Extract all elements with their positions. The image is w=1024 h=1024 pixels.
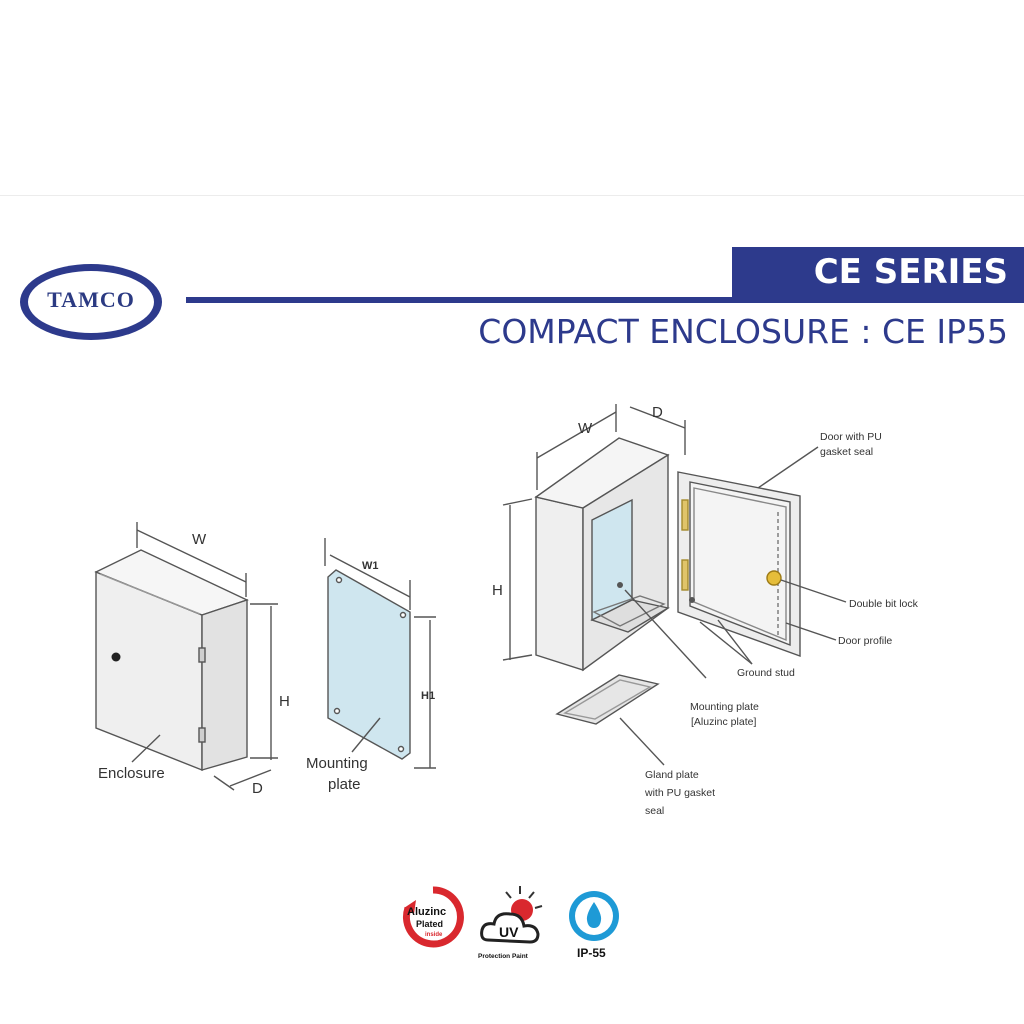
lock-callout: Double bit lock [849, 598, 918, 610]
open-height-label: H [492, 582, 503, 599]
uv-caption: Protection Paint [478, 953, 528, 960]
double-bit-lock-icon [766, 570, 782, 586]
brand-name: TAMCO [47, 287, 135, 312]
page-subtitle: COMPACT ENCLOSURE : CE IP55 [478, 312, 1008, 351]
ground-stud-callout: Ground stud [737, 667, 795, 679]
enclosure-box [94, 549, 249, 772]
open-enclosure [534, 437, 801, 672]
door-callout-2: gasket seal [820, 446, 874, 458]
plate-width-label: W1 [362, 560, 379, 572]
open-depth-label: D [652, 404, 663, 421]
aluzinc-line-3: inside [425, 932, 443, 938]
gland-plate [555, 674, 660, 725]
header-rule [186, 297, 1024, 303]
ground-stud-icon [617, 582, 623, 588]
mounting-plate-label-1: Mounting [306, 755, 368, 772]
series-title: CE SERIES [813, 252, 1008, 292]
gland-plate-callout-2: with PU gasket [645, 787, 716, 799]
tamco-logo [20, 264, 162, 340]
aluzinc-line-2: Plated [416, 919, 444, 929]
aluzinc-line-1: Aluzinc [407, 906, 447, 918]
ip55-water-icon [569, 891, 619, 941]
open-width-label: W [578, 420, 593, 437]
aluzinc-badge-icon [402, 886, 464, 948]
gland-plate-callout-3: seal [645, 805, 665, 817]
enclosure-depth-label: D [252, 780, 263, 797]
ip55-label: IP-55 [577, 946, 606, 960]
mounting-plate-callout-2: [Aluzinc plate] [691, 716, 757, 728]
series-banner [732, 247, 1024, 303]
enclosure-lock-icon [111, 652, 121, 662]
door-callout-1: Door with PU [820, 431, 882, 443]
uv-protection-icon [480, 886, 543, 944]
uv-label: UV [499, 924, 519, 940]
top-divider [0, 195, 1024, 196]
mounting-plate-label-2: plate [328, 776, 361, 793]
enclosure-label: Enclosure [98, 765, 165, 782]
profile-callout: Door profile [838, 635, 893, 647]
enclosure-width-label: W [192, 531, 207, 548]
enclosure-height-label: H [279, 693, 290, 710]
plate-height-label: H1 [421, 690, 436, 702]
gland-plate-callout-1: Gland plate [645, 769, 699, 781]
mounting-plate-callout-1: Mounting plate [690, 701, 759, 713]
